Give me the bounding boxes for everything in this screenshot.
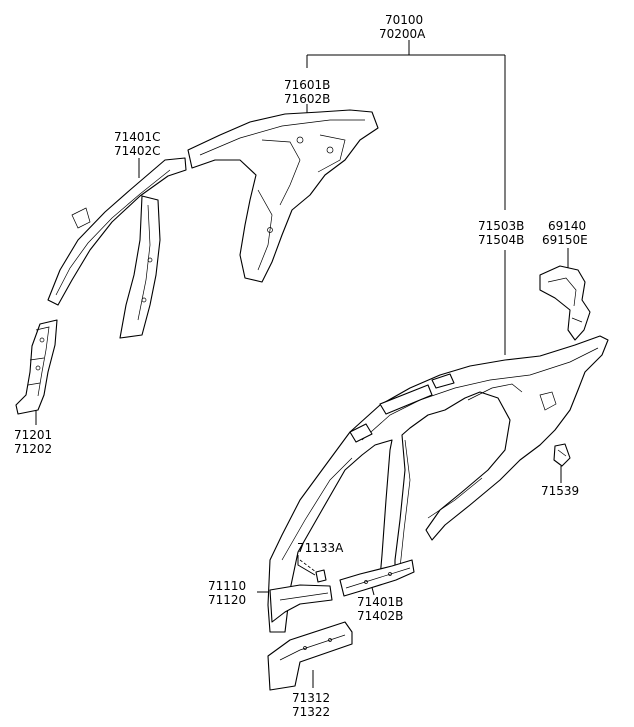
label-71402b: 71402B bbox=[357, 609, 403, 623]
label-71602b: 71602B bbox=[284, 92, 330, 106]
label-71601b: 71601B bbox=[284, 78, 330, 92]
label-71120: 71120 bbox=[208, 593, 246, 607]
label-71110: 71110 bbox=[208, 579, 246, 593]
label-71133a: 71133A bbox=[297, 541, 344, 555]
label-71312: 71312 bbox=[292, 691, 330, 705]
reinforcement-part bbox=[267, 621, 353, 691]
label-71504b: 71504B bbox=[478, 233, 524, 247]
label-71402c: 71402C bbox=[114, 144, 161, 158]
bracket-part bbox=[539, 265, 591, 341]
cap-part bbox=[553, 443, 571, 467]
label-71539: 71539 bbox=[541, 484, 579, 498]
label-70200a: 70200A bbox=[379, 27, 426, 41]
label-70100: 70100 bbox=[385, 13, 423, 27]
label-71322: 71322 bbox=[292, 705, 330, 719]
rear-inner-part bbox=[187, 109, 379, 283]
label-69140: 69140 bbox=[548, 219, 586, 233]
clip-part bbox=[299, 559, 327, 583]
front-pillar-part bbox=[15, 319, 58, 415]
roof-rail-part bbox=[47, 157, 187, 339]
label-71201: 71201 bbox=[14, 428, 52, 442]
label-71401b: 71401B bbox=[357, 595, 403, 609]
label-71202: 71202 bbox=[14, 442, 52, 456]
label-69150e: 69150E bbox=[542, 233, 588, 247]
side-outer-panel bbox=[267, 335, 609, 633]
part-labels: 70100 70200A 71601B 71602B 71401C 71402C… bbox=[14, 13, 588, 719]
label-71401c: 71401C bbox=[114, 130, 161, 144]
label-71503b: 71503B bbox=[478, 219, 524, 233]
